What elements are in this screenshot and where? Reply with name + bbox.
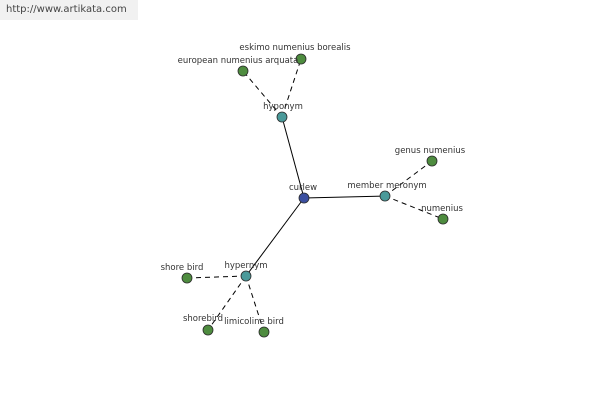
nodes-layer: curlew hyponym member meronym hypernym eskim… [161,43,466,338]
node-label-curlew: curlew [289,183,317,193]
node-label-eskimo-numenius-borealis: eskimo numenius borealis [239,43,351,53]
node-marker-numenius[interactable] [437,213,449,225]
watermark-url: http://www.artikata.com [0,0,138,20]
node-genus-numenius[interactable]: genus numenius [395,146,466,167]
node-marker-member-meronym[interactable] [379,190,391,202]
edge-hyponym-to-european-numenius-arquata [242,70,283,118]
node-label-limicoline-bird: limicoline bird [224,317,284,327]
node-marker-genus-numenius[interactable] [426,155,438,167]
node-shore-bird[interactable]: shore bird [161,263,204,284]
node-label-member-meronym: member meronym [347,181,426,191]
node-label-shorebird: shorebird [183,314,223,324]
edge-hypernym-to-limicoline-bird [245,275,265,333]
edge-hypernym-to-shorebird [207,275,247,331]
node-limicoline-bird[interactable]: limicoline bird [224,317,284,338]
node-shorebird[interactable]: shorebird [183,314,223,336]
node-member-meronym[interactable]: member meronym [347,181,427,202]
edge-member-meronym-to-genus-numenius [384,160,433,197]
node-marker-hypernym[interactable] [240,270,252,282]
edges-layer [186,58,444,333]
node-hypernym[interactable]: hypernym [224,261,268,282]
node-label-hyponym: hyponym [263,102,303,112]
node-european-numenius-arquata[interactable]: european numenius arquata [178,56,299,77]
edge-member-meronym-to-numenius [384,195,444,220]
edge-curlew-to-hypernym [245,197,305,277]
edge-hypernym-to-shore-bird [186,275,247,279]
node-eskimo-numenius-borealis[interactable]: eskimo numenius borealis [239,43,351,65]
node-marker-limicoline-bird[interactable] [258,326,270,338]
node-marker-shorebird[interactable] [202,324,214,336]
edge-hyponym-to-eskimo-numenius-borealis [281,58,302,118]
node-marker-hyponym[interactable] [276,111,288,123]
node-numenius[interactable]: numenius [421,204,463,225]
node-marker-shore-bird[interactable] [181,272,193,284]
edge-curlew-to-hyponym [281,116,305,199]
node-label-genus-numenius: genus numenius [395,146,466,156]
node-label-european-numenius-arquata: european numenius arquata [178,56,299,66]
node-label-numenius: numenius [421,204,463,214]
node-label-shore-bird: shore bird [161,263,204,273]
node-marker-eskimo-numenius-borealis[interactable] [295,53,307,65]
node-hyponym[interactable]: hyponym [263,102,303,123]
edge-curlew-to-member-meronym [303,195,386,199]
node-curlew[interactable]: curlew [289,183,317,204]
node-marker-curlew[interactable] [298,192,310,204]
node-marker-european-numenius-arquata[interactable] [237,65,249,77]
node-label-hypernym: hypernym [224,261,267,271]
